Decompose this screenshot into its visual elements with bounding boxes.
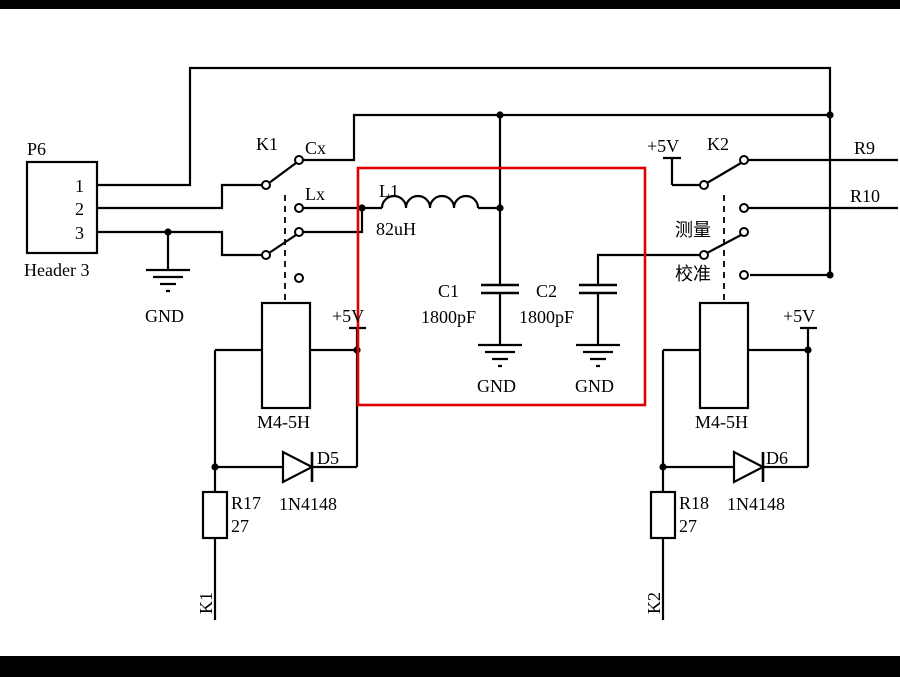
label-d5: D5	[317, 448, 339, 468]
wire-pin1-top-rail	[97, 66, 832, 277]
wire-k1-lower-throw	[303, 208, 364, 234]
label-d6-part: 1N4148	[727, 494, 785, 514]
label-gnd-c1: GND	[477, 376, 516, 396]
label-k2-coil: M4-5H	[695, 412, 748, 432]
wire-pin3-to-k1-lower-common	[97, 230, 263, 257]
label-k1-coil: M4-5H	[257, 412, 310, 432]
label-k1-control: K1	[196, 592, 216, 614]
slide-bottom-bar	[0, 656, 900, 677]
wire-d6	[663, 350, 810, 469]
label-measure: 测量	[675, 220, 711, 240]
label-k1: K1	[256, 134, 278, 154]
label-lx: Lx	[305, 184, 325, 204]
label-calibrate: 校准	[675, 264, 711, 284]
label-d5-part: 1N4148	[279, 494, 337, 514]
label-gnd-left: GND	[145, 306, 184, 326]
junction-dot	[211, 463, 219, 471]
k1-lx-contact	[294, 203, 304, 213]
label-c2: C2	[536, 281, 557, 301]
diodes	[281, 450, 766, 484]
label-gnd-c2: GND	[575, 376, 614, 396]
k2-common-upper-contact	[699, 180, 709, 190]
connector-p6-body	[25, 160, 99, 255]
k1-lower-throw-b-contact	[294, 273, 304, 283]
label-5v-k1-coil: +5V	[332, 306, 364, 326]
label-cx: Cx	[305, 138, 326, 158]
label-5v-k2: +5V	[647, 136, 679, 156]
label-pin-3: 3	[75, 223, 84, 243]
label-pin-1: 1	[75, 176, 84, 196]
junction-dot	[826, 111, 834, 119]
resistor-r18-body	[649, 490, 677, 540]
k2-r10-contact	[739, 203, 749, 213]
label-c1-value: 1800pF	[421, 307, 476, 327]
k2-r9-contact	[739, 155, 749, 165]
relay-contacts	[261, 155, 749, 303]
wire-5v-k2-coil	[800, 326, 817, 350]
label-k2: K2	[707, 134, 729, 154]
junction-dot	[804, 346, 812, 354]
wire-c2-to-k2-common	[596, 253, 700, 285]
label-l1: L1	[379, 181, 399, 201]
label-r10: R10	[850, 186, 880, 206]
label-r17: R17	[231, 493, 261, 513]
label-header3: Header 3	[24, 260, 89, 280]
tank-highlight-box	[356, 166, 647, 407]
label-r17-value: 27	[231, 516, 249, 536]
junction-dot	[358, 204, 366, 212]
k1-common-lower-contact	[261, 250, 271, 260]
label-k2-control: K2	[644, 592, 664, 614]
junction-dot	[496, 204, 504, 212]
capacitor-c1-symbol	[481, 283, 519, 295]
labels: P6 1 2 3 Header 3 GND K1 Cx Lx L1 82uH C…	[24, 134, 880, 614]
diode-d5-triangle	[281, 450, 315, 484]
label-c1: C1	[438, 281, 459, 301]
junction-dot	[826, 271, 834, 279]
label-l1-value: 82uH	[376, 219, 416, 239]
k1-switch-arms	[268, 162, 297, 254]
k2-common-lower-contact	[699, 250, 709, 260]
wire-pin2-to-k1-common	[97, 183, 263, 210]
k1-coil-body	[260, 301, 312, 410]
slide-top-bar	[0, 0, 900, 9]
wire-5v-to-k2	[663, 156, 700, 187]
wire-cx-to-tank-rail	[303, 113, 830, 162]
label-r18-value: 27	[679, 516, 697, 536]
label-d6: D6	[766, 448, 788, 468]
gnd-symbol-c1	[478, 343, 522, 368]
capacitor-c2-symbol	[579, 283, 617, 295]
inductor-l1-symbol	[380, 194, 480, 209]
label-p6: P6	[27, 139, 46, 159]
diode-d6-triangle	[732, 450, 766, 484]
junction-dot	[164, 228, 172, 236]
k2-measure-contact	[739, 227, 749, 237]
label-pin-2: 2	[75, 199, 84, 219]
gnd-symbol-left	[146, 268, 190, 293]
k1-common-upper-contact	[261, 180, 271, 190]
gnd-symbol-c2	[576, 343, 620, 368]
k1-lower-throw-a-contact	[294, 227, 304, 237]
label-c2-value: 1800pF	[519, 307, 574, 327]
label-r18: R18	[679, 493, 709, 513]
junction-dot	[659, 463, 667, 471]
k1-cx-contact	[294, 155, 304, 165]
ground-symbols	[146, 268, 620, 368]
junction-dot	[496, 111, 504, 119]
resistor-r17-body	[201, 490, 229, 540]
label-5v-k2-coil: +5V	[783, 306, 815, 326]
k2-calibrate-contact	[739, 270, 749, 280]
label-r9: R9	[854, 138, 875, 158]
k2-coil-body	[698, 301, 750, 410]
